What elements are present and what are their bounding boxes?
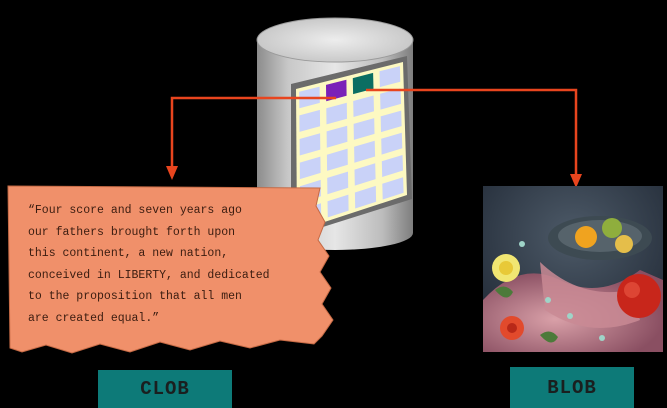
quote-line: to the proposition that all men xyxy=(28,290,242,303)
blob-label: BLOB xyxy=(547,376,597,399)
blob-label-box: BLOB xyxy=(510,367,634,408)
table-cell xyxy=(382,177,404,200)
table-cell xyxy=(326,148,348,171)
table-cell xyxy=(354,163,376,186)
table-cell xyxy=(354,185,377,209)
table-cell xyxy=(299,109,321,132)
table-cell xyxy=(354,140,376,163)
clob-paper xyxy=(7,185,334,354)
database-table xyxy=(291,56,412,237)
clob-label-box: CLOB xyxy=(98,370,232,408)
clob-cell-highlight xyxy=(326,79,347,102)
quote-line: are created equal.” xyxy=(28,311,160,325)
arrow-to-blob xyxy=(366,88,582,188)
table-cell xyxy=(326,102,347,125)
quote-line: “Four score and seven years ago xyxy=(28,204,242,217)
table-cell xyxy=(299,156,321,180)
table-cell xyxy=(379,66,401,88)
table-cell xyxy=(299,133,321,156)
blob-image xyxy=(483,186,663,352)
table-cell xyxy=(327,171,349,195)
table-cell xyxy=(327,194,349,218)
quote-line: our fathers brought forth upon xyxy=(28,225,236,239)
table-cell xyxy=(326,125,348,148)
table-cell xyxy=(381,132,403,155)
arrow-to-clob xyxy=(166,96,336,180)
table-cell xyxy=(380,88,401,110)
table-cell xyxy=(380,110,402,133)
quote-line: this continent, a new nation, xyxy=(28,247,229,260)
quote-line: conceived in LIBERTY, and dedicated xyxy=(28,268,270,282)
table-cell xyxy=(353,118,375,140)
clob-label: CLOB xyxy=(140,378,190,400)
table-cell xyxy=(381,155,403,177)
table-cell xyxy=(353,95,374,117)
clob-quote-text: “Four score and seven years ago our fath… xyxy=(28,200,328,329)
